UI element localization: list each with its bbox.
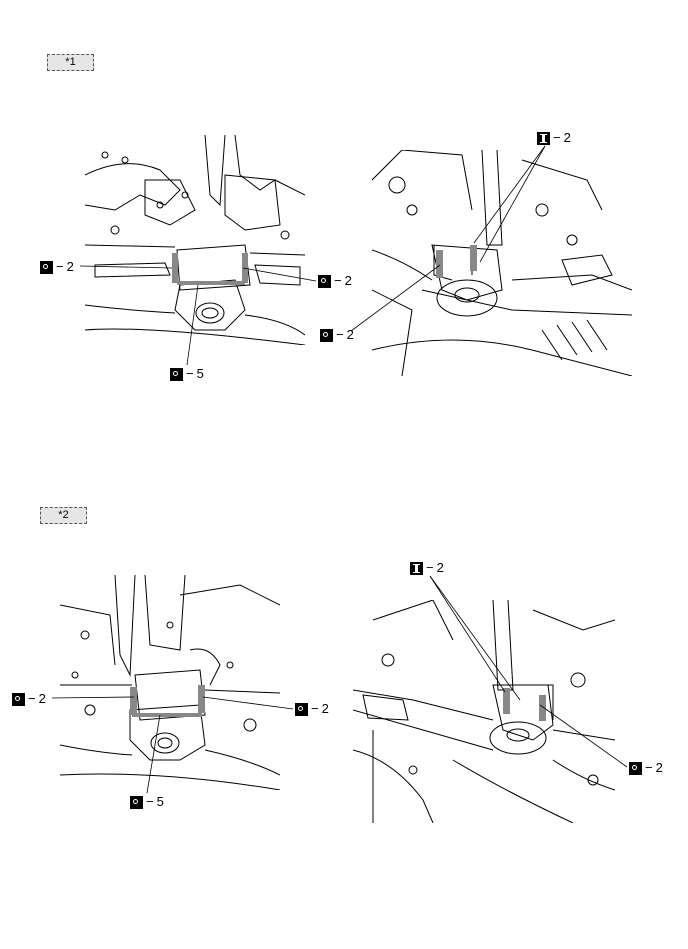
callout-center-bolt-torque: − 5 (170, 367, 204, 381)
callout-bracket-bolt-torque: − 2 (320, 328, 354, 342)
callout-value: 2 (563, 130, 571, 145)
bolt-o-icon (40, 260, 53, 274)
figure-2-tag: *2 (40, 507, 87, 524)
figure-2-right-illustration (353, 600, 615, 823)
dash: − (426, 560, 434, 575)
bolt-o-icon (295, 702, 308, 716)
bolt-o-icon (12, 692, 25, 706)
dash: − (334, 273, 342, 288)
callout-left-bolt-torque: − 2 (40, 260, 74, 274)
bolt-o-icon (629, 761, 642, 775)
figure-1-left-illustration (85, 135, 305, 345)
callout-value: 5 (196, 366, 204, 381)
stud-i-icon (537, 131, 550, 145)
stud-i-icon (410, 561, 423, 575)
callout-value: 2 (346, 327, 354, 342)
engine-mount-bracket-drawing (372, 150, 632, 376)
callout-center-bolt-torque: − 5 (130, 795, 164, 809)
callout-value: 2 (655, 760, 663, 775)
callout-left-bolt-torque: − 2 (12, 692, 46, 706)
callout-stud-torque: − 2 (537, 131, 571, 145)
callout-value: 2 (321, 701, 329, 716)
dash: − (28, 691, 36, 706)
figure-2-left-illustration (60, 575, 280, 790)
callout-value: 2 (344, 273, 352, 288)
callout-value: 2 (38, 691, 46, 706)
dash: − (553, 130, 561, 145)
callout-value: 2 (66, 259, 74, 274)
callout-right-bolt-torque: − 2 (295, 702, 329, 716)
dash: − (336, 327, 344, 342)
callout-right-bolt-torque: − 2 (318, 274, 352, 288)
engine-mount-drawing (60, 575, 280, 790)
dash: − (56, 259, 64, 274)
dash: − (645, 760, 653, 775)
callout-value: 2 (436, 560, 444, 575)
figure-1-tag: *1 (47, 54, 94, 71)
callout-stud-torque: − 2 (410, 561, 444, 575)
engine-mount-bracket-drawing (353, 600, 615, 823)
dash: − (311, 701, 319, 716)
callout-value: 5 (156, 794, 164, 809)
bolt-o-icon (170, 367, 183, 381)
dash: − (186, 366, 194, 381)
bolt-o-icon (320, 328, 333, 342)
engine-mount-drawing (85, 135, 305, 345)
dash: − (146, 794, 154, 809)
bolt-o-icon (130, 795, 143, 809)
bolt-o-icon (318, 274, 331, 288)
callout-bracket-bolt-torque: − 2 (629, 761, 663, 775)
figure-1-right-illustration (372, 150, 632, 376)
